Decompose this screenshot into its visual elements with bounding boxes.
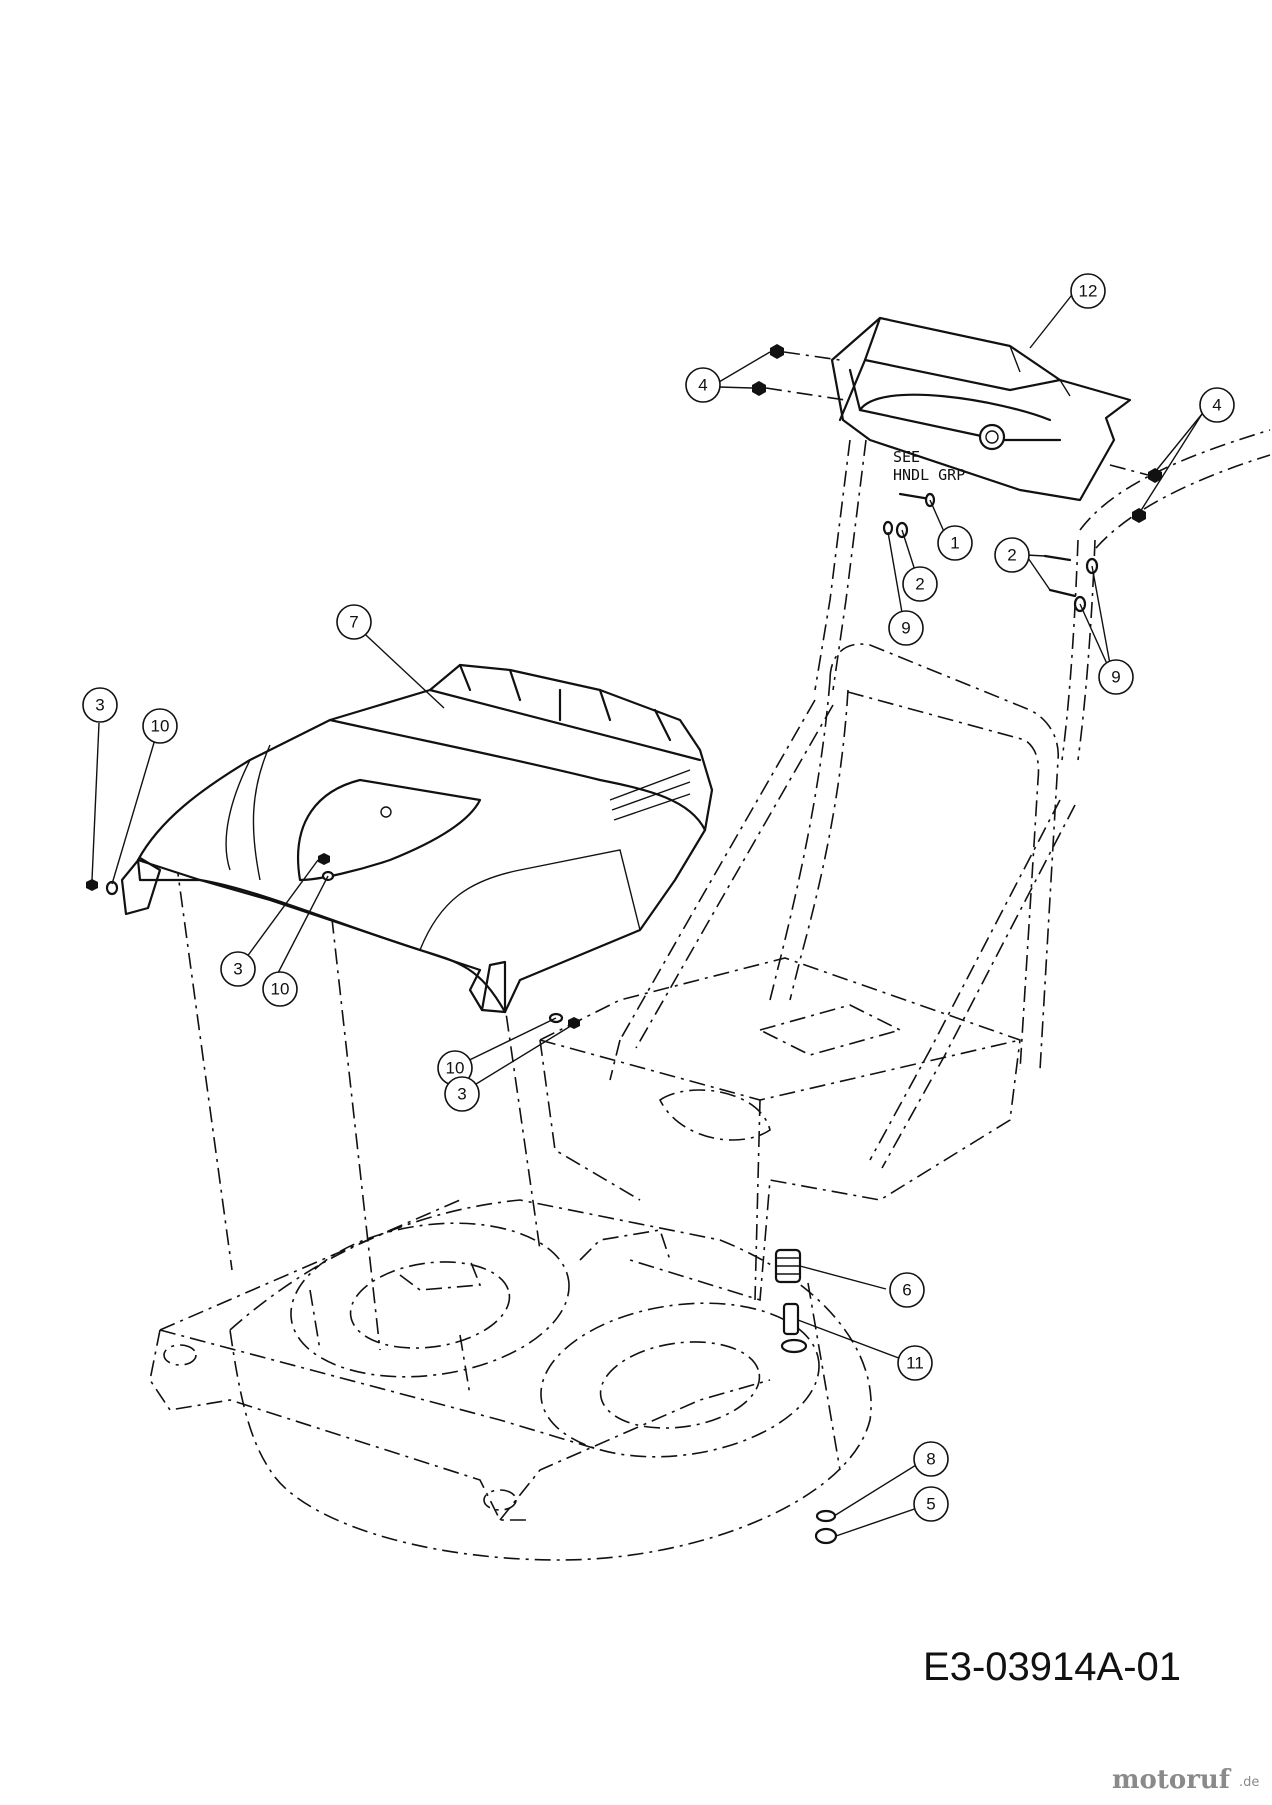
watermark-logo: motoruf .de (1112, 1765, 1259, 1795)
svg-text:3: 3 (457, 1085, 466, 1104)
mower-chassis (149, 829, 1021, 1561)
svg-text:4: 4 (698, 376, 707, 395)
svg-text:9: 9 (901, 619, 910, 638)
hardware (86, 344, 1162, 1545)
svg-text:8: 8 (926, 1450, 935, 1469)
handle-frame (609, 429, 1271, 1169)
callout-3-lower: 3 (444, 1076, 480, 1112)
see-note-line-2: HNDL GRP (893, 466, 965, 484)
svg-text:6: 6 (902, 1281, 911, 1300)
svg-text:10: 10 (151, 717, 170, 736)
callout-3-left: 3 (82, 687, 118, 723)
drawing-id: E3-03914A-01 (923, 1645, 1181, 1689)
svg-text:2: 2 (1007, 546, 1016, 565)
watermark-brand: motoruf (1112, 1765, 1232, 1795)
svg-text:3: 3 (233, 960, 242, 979)
callout-10-left: 10 (142, 708, 178, 744)
callout-12: 12 (1070, 273, 1106, 309)
svg-text:4: 4 (1212, 396, 1221, 415)
svg-text:10: 10 (271, 980, 290, 999)
cover-part-7 (120, 663, 714, 1014)
callout-4-right: 4 (1199, 387, 1235, 423)
callout-2-center: 2 (902, 566, 938, 602)
callout-6: 6 (889, 1272, 925, 1308)
watermark-tld: .de (1239, 1775, 1259, 1790)
callout-2-right: 2 (994, 537, 1030, 573)
svg-text:5: 5 (926, 1495, 935, 1514)
callout-5: 5 (913, 1486, 949, 1522)
callout-11: 11 (897, 1345, 933, 1381)
callout-1: 1 (937, 525, 973, 561)
callout-10-middle: 10 (262, 971, 298, 1007)
svg-text:2: 2 (915, 575, 924, 594)
callout-3-middle: 3 (220, 951, 256, 987)
svg-text:7: 7 (349, 613, 358, 632)
svg-text:3: 3 (95, 696, 104, 715)
callout-8: 8 (913, 1441, 949, 1477)
handle-panel-part-12 (830, 316, 1132, 502)
svg-text:12: 12 (1079, 282, 1098, 301)
callout-9-center: 9 (888, 610, 924, 646)
callout-9-right: 9 (1098, 659, 1134, 695)
svg-text:1: 1 (950, 534, 959, 553)
svg-text:11: 11 (906, 1354, 924, 1373)
see-note-line-1: SEE (893, 448, 920, 466)
callout-4-left: 4 (685, 367, 721, 403)
callout-7: 7 (336, 604, 372, 640)
svg-text:10: 10 (446, 1059, 465, 1078)
svg-text:9: 9 (1111, 668, 1120, 687)
